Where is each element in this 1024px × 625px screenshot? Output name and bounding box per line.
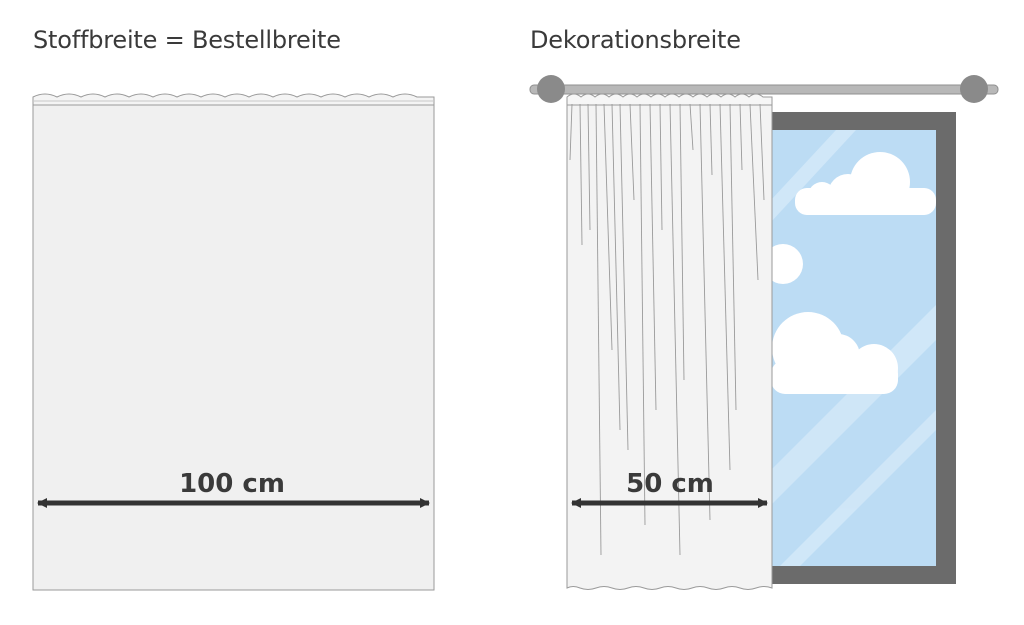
cloud-icon-bottom: [771, 312, 898, 394]
right-panel-title: Dekorationsbreite: [530, 26, 741, 54]
curtain-rod: [529, 75, 999, 103]
flat-curtain-panel: [32, 97, 435, 591]
flat-curtain-header-tape: [32, 93, 435, 106]
gathered-curtain-header-tape: [566, 93, 773, 106]
glass-reflections: [771, 130, 936, 566]
rod-finial-right: [960, 75, 988, 103]
curtain-folds: [569, 103, 765, 556]
rod-finial-left: [537, 75, 565, 103]
window: [760, 112, 956, 584]
cloud-icon-middle: [763, 244, 803, 284]
gathered-curtain-panel: [566, 97, 773, 590]
left-panel-title: Stoffbreite = Bestellbreite: [33, 26, 341, 54]
gathered-width-label: 50 cm: [626, 469, 714, 499]
flat-curtain: 100 cm: [32, 93, 435, 591]
flat-width-label: 100 cm: [179, 469, 285, 499]
cloud-icon-top: [795, 152, 936, 215]
gathered-curtain: 50 cm: [566, 93, 773, 590]
